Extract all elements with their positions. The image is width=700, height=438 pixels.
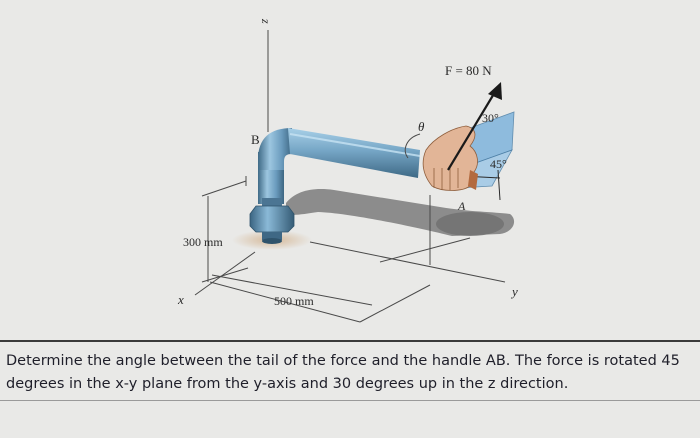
y-axis-line: [309, 241, 506, 283]
socket-nut: [249, 198, 295, 244]
x-axis-line: [194, 251, 256, 296]
point-a-label: A: [457, 199, 466, 213]
handle-shadow: [286, 189, 515, 236]
force-vector: [447, 82, 502, 171]
height-dimension-label: 300 mm: [183, 235, 223, 249]
y-axis-label: y: [510, 284, 518, 299]
handle-elbow: [258, 128, 292, 170]
axes: [194, 30, 506, 296]
wrench-handle-diagram: z x y B A θ F = 80 N 30° 45° 300 mm 500 …: [177, 18, 518, 323]
z-axis-label: z: [259, 18, 273, 24]
question-text: Determine the angle between the tail of …: [6, 353, 680, 392]
theta-arc: [404, 133, 421, 159]
length-dimension-label: 500 mm: [274, 294, 314, 308]
x-axis-label: x: [177, 292, 184, 307]
dimension-lines: [201, 176, 471, 323]
question-top-rule: [0, 340, 700, 342]
force-label: F = 80 N: [445, 63, 492, 78]
point-b-label: B: [251, 132, 260, 147]
angle-30-label: 30°: [482, 111, 499, 125]
theta-label: θ: [418, 119, 425, 134]
handle-ab: [288, 128, 420, 178]
question-bottom-rule: [0, 400, 700, 401]
angle-45-label: 45°: [490, 157, 507, 171]
